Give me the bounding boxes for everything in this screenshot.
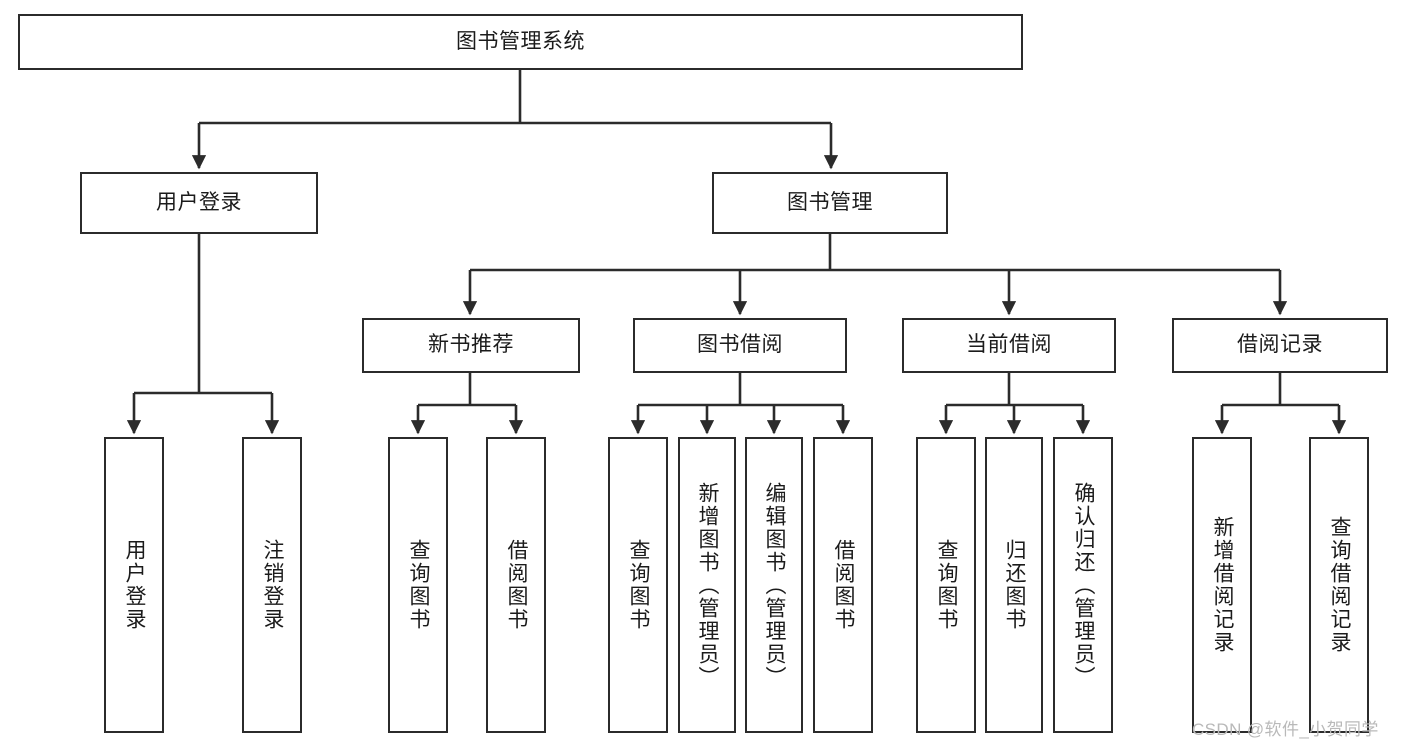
node-book-manage[interactable]: 图书管理 (712, 172, 948, 234)
leaf-edit-book-label: 编辑图书（管理员） (763, 481, 787, 689)
leaf-user-login[interactable]: 用户登录 (104, 437, 164, 733)
node-borrow-record[interactable]: 借阅记录 (1172, 318, 1388, 373)
leaf-add-borrow-record[interactable]: 新增借阅记录 (1192, 437, 1252, 733)
leaf-query-book-current-label: 查询图书 (935, 539, 959, 631)
edges-bookborrow-to-leaves (630, 373, 851, 435)
leaf-query-book-recommend[interactable]: 查询图书 (388, 437, 448, 733)
edges-userlogin-to-leaves (126, 234, 280, 435)
leaf-return-book[interactable]: 归还图书 (985, 437, 1043, 733)
leaf-borrow-book[interactable]: 借阅图书 (813, 437, 873, 733)
node-new-book-recommend-label: 新书推荐 (428, 333, 514, 357)
csdn-watermark: CSDN @软件_小贺同学 (1192, 720, 1379, 739)
leaf-query-book-borrow[interactable]: 查询图书 (608, 437, 668, 733)
leaf-query-book-recommend-label: 查询图书 (407, 539, 431, 631)
leaf-borrow-book-label: 借阅图书 (832, 539, 856, 631)
leaf-query-book-borrow-label: 查询图书 (627, 539, 651, 631)
node-borrow-record-label: 借阅记录 (1237, 333, 1323, 357)
edges-root-to-level2 (191, 70, 839, 170)
edges-bookmanage-to-level3 (462, 234, 1288, 316)
node-book-borrow[interactable]: 图书借阅 (633, 318, 847, 373)
leaf-logout-label: 注销登录 (261, 539, 285, 631)
leaf-borrow-book-recommend[interactable]: 借阅图书 (486, 437, 546, 733)
edges-borrowrecord-to-leaves (1214, 373, 1347, 435)
leaf-user-login-label: 用户登录 (123, 539, 147, 631)
node-user-login-label: 用户登录 (156, 190, 242, 214)
leaf-query-borrow-record-label: 查询借阅记录 (1328, 516, 1352, 654)
node-new-book-recommend[interactable]: 新书推荐 (362, 318, 580, 373)
leaf-return-book-label: 归还图书 (1003, 539, 1027, 631)
leaf-logout[interactable]: 注销登录 (242, 437, 302, 733)
leaf-edit-book[interactable]: 编辑图书（管理员） (745, 437, 803, 733)
leaf-confirm-return[interactable]: 确认归还（管理员） (1053, 437, 1113, 733)
leaf-borrow-book-recommend-label: 借阅图书 (505, 539, 529, 631)
leaf-query-book-current[interactable]: 查询图书 (916, 437, 976, 733)
edges-currentborrow-to-leaves (938, 373, 1091, 435)
leaf-add-book[interactable]: 新增图书（管理员） (678, 437, 736, 733)
leaf-query-borrow-record[interactable]: 查询借阅记录 (1309, 437, 1369, 733)
node-root[interactable]: 图书管理系统 (18, 14, 1023, 70)
leaf-add-borrow-record-label: 新增借阅记录 (1211, 516, 1235, 654)
node-root-label: 图书管理系统 (456, 29, 585, 53)
node-book-borrow-label: 图书借阅 (697, 333, 783, 357)
node-book-manage-label: 图书管理 (787, 190, 873, 214)
node-current-borrow-label: 当前借阅 (966, 333, 1052, 357)
node-current-borrow[interactable]: 当前借阅 (902, 318, 1116, 373)
leaf-add-book-label: 新增图书（管理员） (696, 481, 720, 689)
edges-newbook-to-leaves (410, 373, 524, 435)
leaf-confirm-return-label: 确认归还（管理员） (1072, 481, 1096, 689)
node-user-login[interactable]: 用户登录 (80, 172, 318, 234)
